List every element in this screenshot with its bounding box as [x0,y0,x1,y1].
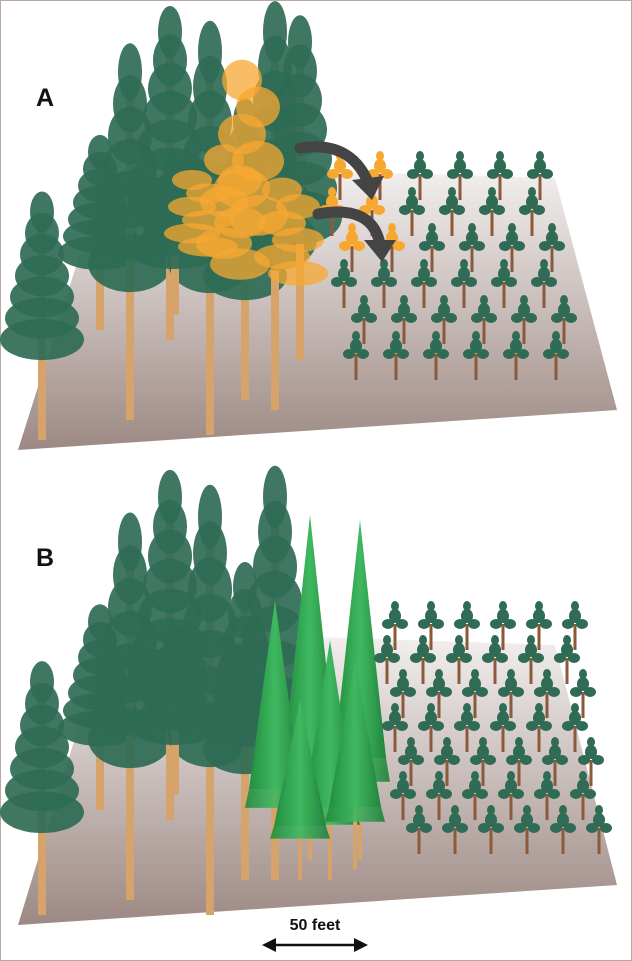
young-conifer [325,660,385,870]
small-tree [570,669,596,718]
small-tree [534,771,560,820]
pine-tree [133,626,217,795]
young-conifers-b [245,515,390,880]
scale-bar-label: 50 feet [289,917,341,934]
small-tree [586,805,612,854]
small-tree [498,669,524,718]
small-tree [406,805,432,854]
small-tree [463,331,489,380]
small-tree [426,771,452,820]
small-tree [390,771,416,820]
small-tree [410,635,436,684]
small-tree [454,703,480,752]
small-tree [562,601,588,650]
small-tree [539,223,565,272]
small-tree [526,703,552,752]
small-tree [399,187,425,236]
small-tree [526,601,552,650]
panel-label-a: A [36,84,55,112]
small-tree [482,635,508,684]
panel-label-b: B [36,544,55,572]
pine-tree [0,661,84,915]
small-tree [407,151,433,200]
small-tree [367,151,393,200]
small-tree [578,737,604,786]
small-tree [382,703,408,752]
small-tree [534,669,560,718]
small-tree [491,259,517,308]
small-tree [542,737,568,786]
small-tree [351,295,377,344]
burning-tree [164,170,238,257]
small-tree [426,669,452,718]
small-tree [506,737,532,786]
small-tree [419,223,445,272]
small-tree [390,669,416,718]
small-tree [462,669,488,718]
small-tree [518,635,544,684]
small-tree [418,703,444,752]
small-tree [498,771,524,820]
small-tree [451,259,477,308]
small-tree [527,151,553,200]
small-tree [551,295,577,344]
small-tree [519,187,545,236]
pine-tree [0,191,84,440]
small-tree [442,805,468,854]
curved-arrow-icon [312,206,396,262]
small-tree [382,601,408,650]
small-tree [398,737,424,786]
small-tree [462,771,488,820]
small-tree [339,223,365,272]
small-tree [471,295,497,344]
small-tree [459,223,485,272]
small-tree [487,151,513,200]
small-tree [478,805,504,854]
small-tree [490,601,516,650]
small-tree [374,635,400,684]
double-arrow-icon [262,938,368,952]
small-tree [446,635,472,684]
small-tree [331,259,357,308]
small-tree [447,151,473,200]
small-tree [562,703,588,752]
small-tree [570,771,596,820]
young-stand-b [374,601,612,854]
small-tree [511,295,537,344]
burning-trees-a [164,59,328,286]
small-tree [499,223,525,272]
small-tree [543,331,569,380]
small-tree [470,737,496,786]
small-tree [514,805,540,854]
small-tree [431,295,457,344]
small-tree [371,259,397,308]
small-tree [383,331,409,380]
small-tree [391,295,417,344]
small-tree [554,635,580,684]
small-tree [550,805,576,854]
young-conifer [270,700,330,880]
small-tree [479,187,505,236]
small-tree [439,187,465,236]
small-tree [418,601,444,650]
small-tree [531,259,557,308]
small-tree [454,601,480,650]
small-tree [434,737,460,786]
curved-arrow-icon [294,141,384,200]
small-tree [423,331,449,380]
small-tree [343,331,369,380]
small-tree [503,331,529,380]
small-tree [411,259,437,308]
mature-trees-b [0,465,317,915]
burning-tree [254,177,328,286]
small-tree [490,703,516,752]
